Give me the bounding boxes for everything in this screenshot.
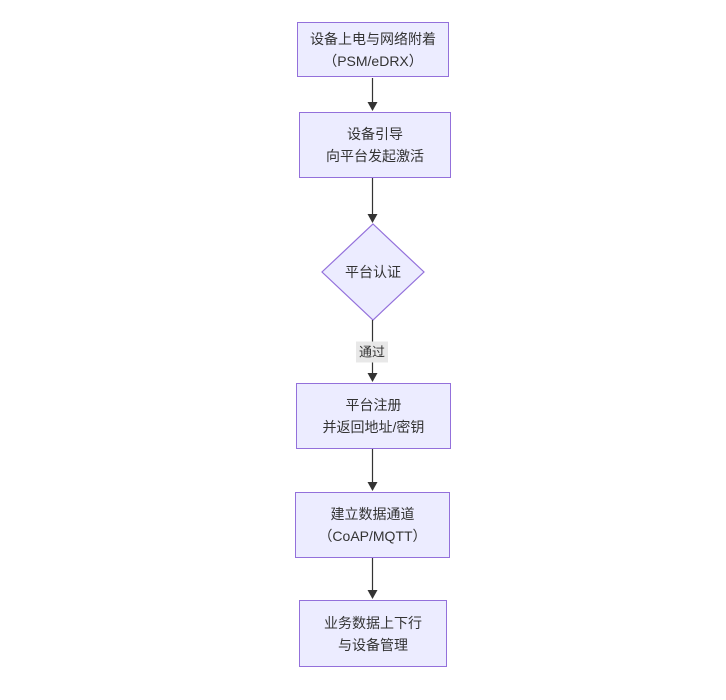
node-platform-auth-label: 平台认证: [345, 264, 401, 280]
edge-register-to-channel: [367, 449, 378, 491]
node-platform-register-line2: 并返回地址/密钥: [322, 419, 425, 435]
edge-bootstrap-to-auth: [367, 178, 378, 223]
arrowhead-down-icon: [367, 214, 378, 223]
arrowhead-down-icon: [367, 590, 378, 599]
edge-label-pass: 通过: [355, 341, 389, 363]
node-power-attach: 设备上电与网络附着 （PSM/eDRX）: [297, 22, 449, 77]
arrowhead-down-icon: [367, 373, 378, 382]
node-data-channel-line2: （CoAP/MQTT）: [318, 528, 427, 544]
node-platform-register: 平台注册 并返回地址/密钥: [296, 383, 451, 449]
node-business-data: 业务数据上下行 与设备管理: [299, 600, 447, 667]
node-data-channel-line1: 建立数据通道: [330, 506, 415, 522]
node-business-data-line1: 业务数据上下行: [324, 614, 422, 631]
edge-channel-to-business: [367, 558, 378, 599]
node-business-data-line2: 与设备管理: [338, 636, 408, 653]
node-bootstrap: 设备引导 向平台发起激活: [299, 112, 451, 178]
node-data-channel: 建立数据通道 （CoAP/MQTT）: [295, 492, 450, 558]
edge-power-to-bootstrap: [367, 78, 378, 111]
node-bootstrap-line2: 向平台发起激活: [326, 148, 424, 164]
arrowhead-down-icon: [367, 102, 378, 111]
node-platform-register-line1: 平台注册: [345, 397, 402, 413]
arrowhead-down-icon: [367, 482, 378, 491]
node-bootstrap-line1: 设备引导: [347, 126, 403, 142]
node-power-attach-line1: 设备上电与网络附着: [310, 30, 436, 47]
node-power-attach-line2: （PSM/eDRX）: [323, 52, 423, 69]
